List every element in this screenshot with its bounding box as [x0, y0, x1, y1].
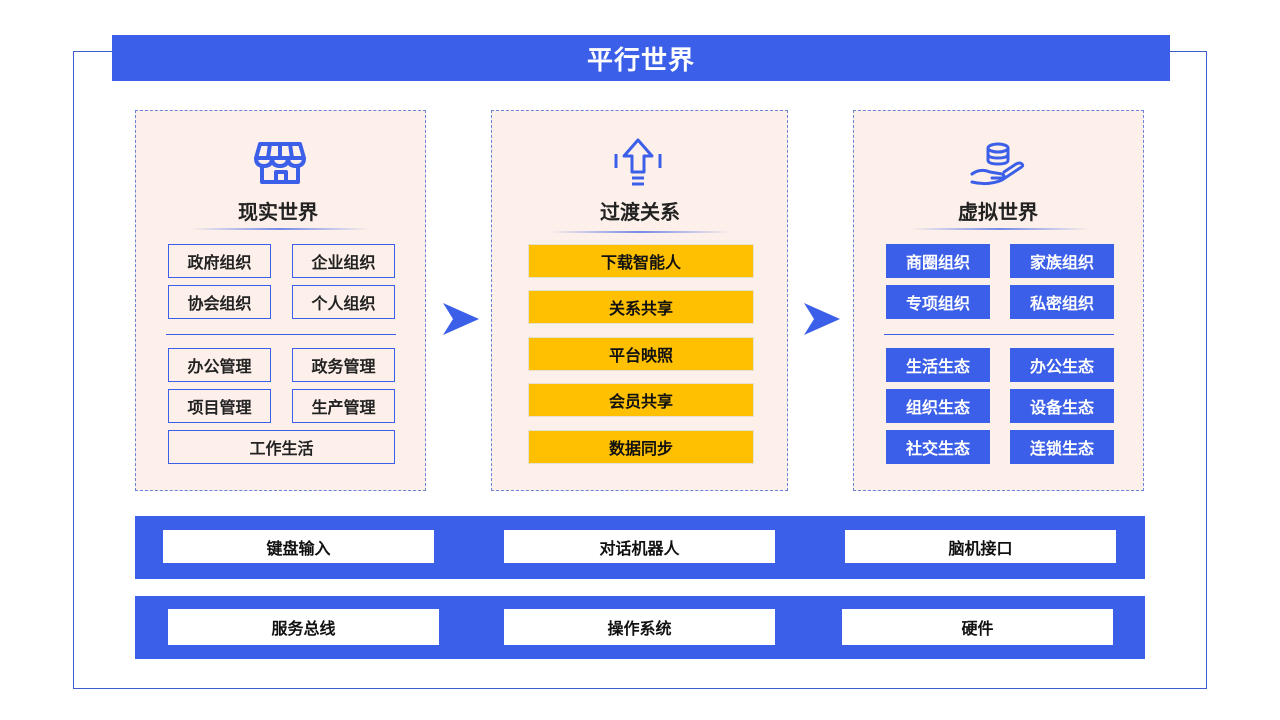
band-item: 键盘输入 [163, 530, 434, 563]
work-life-box: 工作生活 [168, 430, 395, 464]
eco-box: 连锁生态 [1010, 430, 1114, 464]
mgmt-box: 办公管理 [168, 348, 271, 382]
virtual-org-box: 家族组织 [1010, 244, 1114, 278]
virtual-org-box: 私密组织 [1010, 285, 1114, 319]
divider [166, 334, 396, 335]
transition-item: 关系共享 [528, 290, 754, 324]
transition-item: 下载智能人 [528, 244, 754, 278]
band-item: 操作系统 [504, 609, 775, 645]
mgmt-box: 项目管理 [168, 389, 271, 423]
divider [884, 334, 1114, 335]
title-underline [550, 231, 730, 233]
virtual-org-box: 专项组织 [886, 285, 990, 319]
coins-hand-icon [970, 142, 1025, 186]
transition-item: 会员共享 [528, 383, 754, 417]
virtual-org-box: 商圈组织 [886, 244, 990, 278]
org-box: 个人组织 [292, 285, 395, 319]
org-box: 协会组织 [168, 285, 271, 319]
eco-box: 设备生态 [1010, 389, 1114, 423]
mgmt-box: 生产管理 [292, 389, 395, 423]
title-underline [190, 228, 370, 230]
eco-box: 生活生态 [886, 348, 990, 382]
band-item: 服务总线 [168, 609, 439, 645]
band-item: 硬件 [842, 609, 1113, 645]
band-item: 对话机器人 [504, 530, 775, 563]
transition-item: 平台映照 [528, 337, 754, 371]
org-box: 政府组织 [168, 244, 271, 278]
eco-box: 组织生态 [886, 389, 990, 423]
upload-arrow-icon [614, 138, 662, 186]
band-item: 脑机接口 [845, 530, 1116, 563]
panel-title-real-world: 现实世界 [238, 200, 318, 224]
eco-box: 办公生态 [1010, 348, 1114, 382]
panel-title-transition: 过渡关系 [600, 200, 680, 224]
mgmt-box: 政务管理 [292, 348, 395, 382]
title-underline [910, 228, 1090, 230]
org-box: 企业组织 [292, 244, 395, 278]
arrow-right-icon [443, 303, 479, 335]
store-icon [254, 142, 306, 184]
transition-item: 数据同步 [528, 430, 754, 464]
page-title: 平行世界 [112, 35, 1170, 81]
arrow-right-icon [804, 303, 840, 335]
panel-title-virtual-world: 虚拟世界 [958, 200, 1038, 224]
eco-box: 社交生态 [886, 430, 990, 464]
